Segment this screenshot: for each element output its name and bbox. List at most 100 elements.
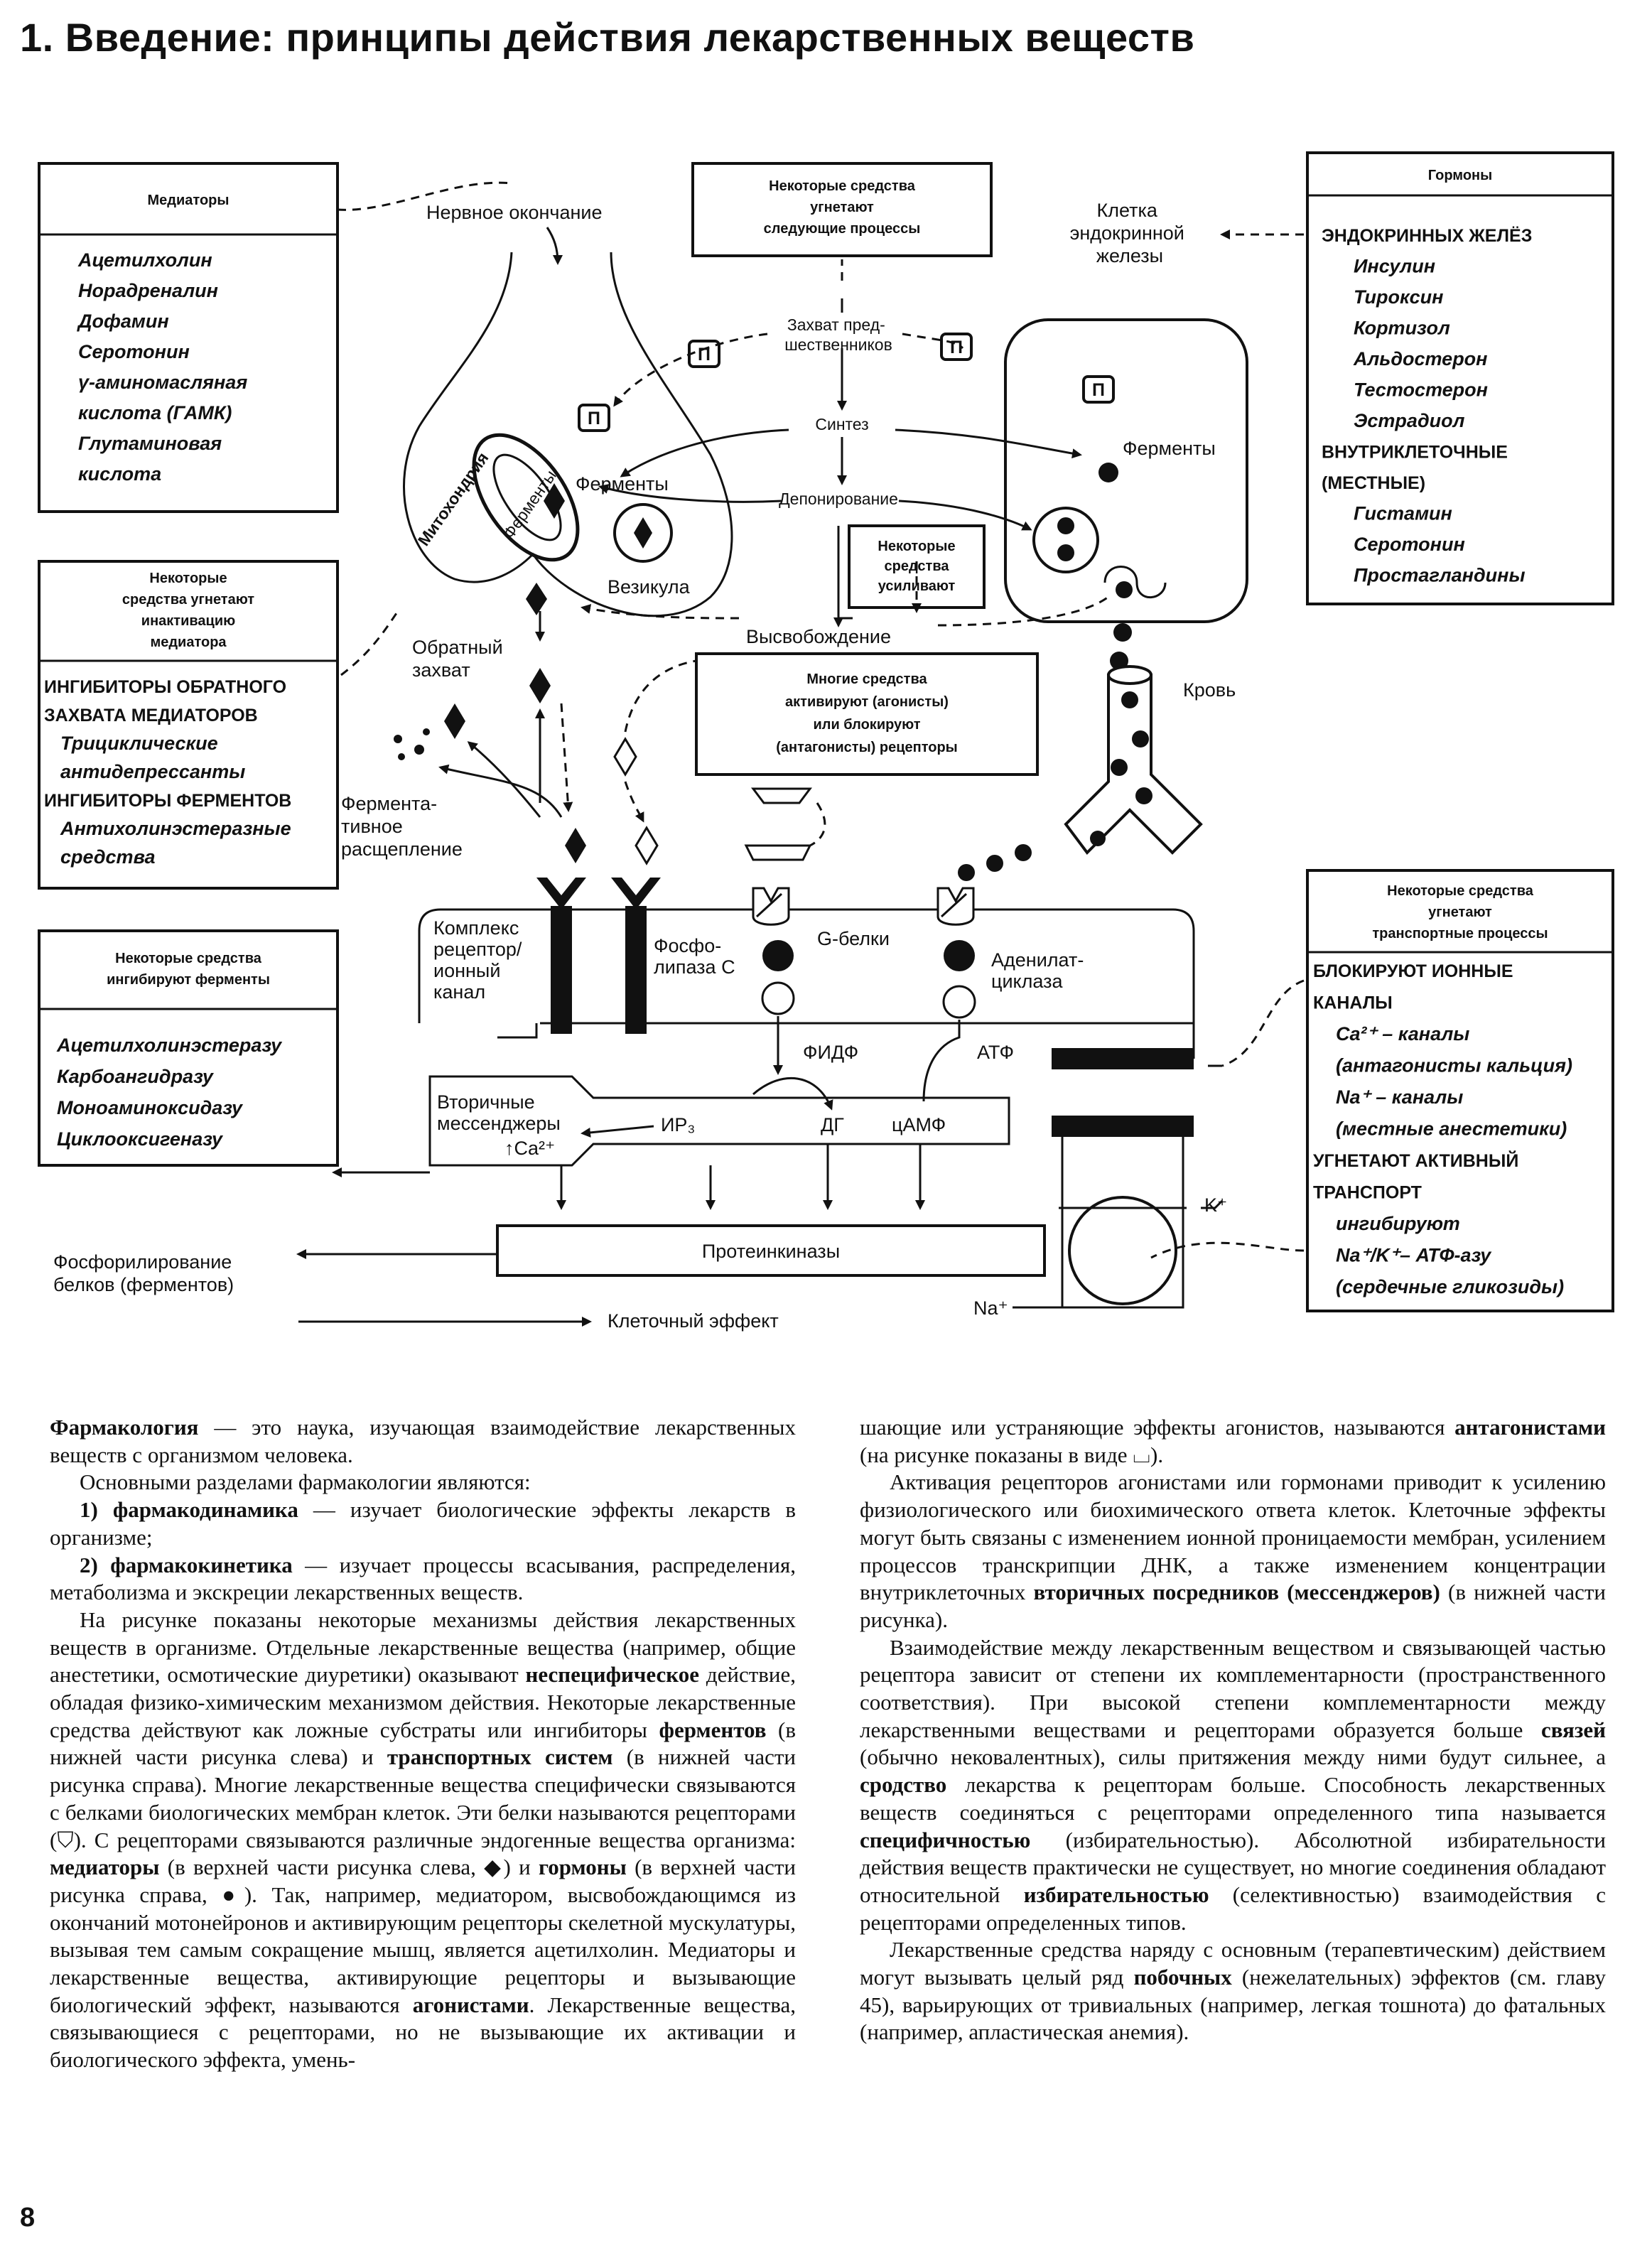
- mediator-item-2: Дофамин: [77, 311, 169, 332]
- transport-item-3: (антагонисты кальция): [1336, 1055, 1572, 1076]
- col-left-paragraph-0: Фармакология — это наука, изучающая взаи…: [50, 1415, 796, 1467]
- hormone-item-9: Гистамин: [1354, 503, 1452, 524]
- hormone-item-1: Инсулин: [1354, 256, 1435, 277]
- transport-header-line-2: транспортные процессы: [1372, 926, 1548, 941]
- transport-item-4: Na⁺ – каналы: [1336, 1086, 1463, 1108]
- mediator-item-7: кислота: [78, 463, 161, 485]
- enzymes-header-line-1: ингибируют ферменты: [107, 972, 270, 988]
- inactivation-item-6: средства: [60, 846, 156, 868]
- receptor-complex-label: Комплекс рецептор/ ионный канал: [433, 917, 527, 1003]
- inhibit-processes-header-line-0: Некоторые средства: [769, 178, 916, 194]
- transport-item-8: ингибируют: [1336, 1213, 1460, 1234]
- pharmacology-diagram: Медиаторы АцетилхолинНорадреналинДофамин…: [38, 151, 1614, 1332]
- atp-label: АТФ: [977, 1042, 1014, 1063]
- blood-vessel: Кровь: [1064, 623, 1236, 856]
- hormone-item-5: Тестостерон: [1354, 379, 1488, 401]
- hormones-box: Гормоны ЭНДОКРИННЫХ ЖЕЛЁЗИнсулинТироксин…: [1306, 151, 1614, 605]
- ip3-label: ИР₃: [661, 1114, 695, 1135]
- adenylate-label: Аденилат- циклаза: [991, 949, 1089, 992]
- g-protein-receptor-right: [936, 887, 976, 1019]
- precursor-uptake-label: Захват пред- шественников: [784, 315, 892, 354]
- inactivation-item-3: антидепрессанты: [60, 761, 245, 782]
- mediator-item-3: Серотонин: [78, 341, 190, 362]
- enzyme-item-1: Карбоангидразу: [57, 1066, 215, 1087]
- g-protein-receptor-left: [744, 787, 826, 1015]
- nerve-ending-label: Нервное окончание: [426, 202, 602, 223]
- vesicle: [613, 503, 673, 563]
- protein-kinases-box: [496, 1224, 1046, 1277]
- second-messengers-label: Вторичные мессенджеры: [437, 1091, 561, 1134]
- enhance-header-line-2: усиливают: [878, 578, 956, 594]
- protein-kinases-label: Протеинкиназы: [702, 1241, 840, 1262]
- transport-header-line-0: Некоторые средства: [1387, 883, 1534, 899]
- text-column-right: шающие или устраняющие эффекты агонистов…: [860, 1414, 1606, 2046]
- inactivation-header-line-1: средства угнетают: [122, 592, 254, 608]
- hormone-item-2: Тироксин: [1354, 286, 1443, 308]
- hormone-item-0: ЭНДОКРИННЫХ ЖЕЛЁЗ: [1322, 226, 1532, 246]
- inhibit-processes-header-line-2: следующие процессы: [764, 221, 921, 237]
- inhibit-processes-header-line-1: угнетают: [810, 200, 874, 215]
- hormone-item-10: Серотонин: [1354, 534, 1465, 555]
- p-marks: П П П П: [578, 333, 1115, 432]
- receptors-header-line-3: (антагонисты) рецепторы: [776, 740, 958, 755]
- transport-item-9: Na⁺/K⁺– АТФ-азу: [1336, 1245, 1492, 1266]
- svg-text:П: П: [698, 345, 711, 365]
- svg-text:П: П: [1092, 380, 1105, 400]
- second-messengers-box: [428, 1075, 1010, 1167]
- transport-item-10: (сердечные гликозиды): [1336, 1276, 1564, 1297]
- col-left-paragraph-3: 2) фармакокинетика — изучает процессы вс…: [50, 1552, 796, 1605]
- phosphorylation-label: Фосфорилирование белков (ферментов): [53, 1251, 237, 1295]
- transport-item-6: УГНЕТАЮТ АКТИВНЫЙ: [1313, 1150, 1518, 1171]
- transport-header-line-1: угнетают: [1428, 905, 1492, 920]
- hormone-item-4: Альдостерон: [1353, 348, 1488, 369]
- endocrine-cell-label: Клетка эндокринной железы: [1070, 200, 1190, 266]
- mitochondria: Митохондрия Ферменты: [414, 433, 580, 562]
- svg-text:П: П: [588, 409, 600, 428]
- transport-item-1: КАНАЛЫ: [1313, 993, 1393, 1013]
- mediator-item-1: Норадреналин: [78, 280, 218, 301]
- col-left-paragraph-4: На рисунке показаны некоторые механизмы …: [50, 1607, 796, 2073]
- col-left-paragraph-2: 1) фармакодинамика — изучает биологическ…: [50, 1497, 796, 1550]
- inhibit-processes-box: Некоторые средства угнетают следующие проц…: [691, 162, 993, 257]
- synthesis-label: Синтез: [815, 415, 868, 433]
- transport-item-2: Ca²⁺ – каналы: [1336, 1023, 1469, 1045]
- enzyme-item-3: Циклооксигеназу: [57, 1128, 224, 1150]
- endocrine-cell: [1004, 318, 1248, 623]
- hormone-item-6: Эстрадиол: [1354, 410, 1465, 431]
- enzymatic-cleavage-label: Фермента- тивное расщепление: [341, 793, 463, 860]
- transport-box: Некоторые средства угнетают транспортные п…: [1306, 869, 1614, 1312]
- receptors-header-line-2: или блокируют: [813, 717, 920, 733]
- inactivation-item-1: ЗАХВАТА МЕДИАТОРОВ: [44, 706, 258, 725]
- ca-label: ↑Ca²⁺: [504, 1138, 555, 1159]
- inactivation-header-line-3: медиатора: [150, 635, 227, 650]
- phospholipase-label: Фосфо- липаза С: [654, 935, 735, 978]
- receptors-header-line-1: активируют (агонисты): [785, 694, 949, 710]
- hormone-item-3: Кортизол: [1354, 318, 1450, 339]
- col-right-paragraph-3: Лекарственные средства наряду с основным…: [860, 1937, 1606, 2045]
- g-proteins-label: G-белки: [817, 928, 890, 949]
- mediator-item-5: кислота (ГАМК): [78, 402, 232, 423]
- pip2-label: ФИДФ: [803, 1042, 858, 1063]
- inactivation-item-2: Трициклические: [60, 733, 218, 754]
- vesicle-label: Везикула: [608, 576, 691, 598]
- col-right-paragraph-1: Активация рецепторов агонистами или горм…: [860, 1469, 1606, 1632]
- camp-label: цАМФ: [892, 1114, 946, 1135]
- transport-item-0: БЛОКИРУЮТ ИОННЫЕ: [1313, 961, 1513, 981]
- transport-item-5: (местные анестетики): [1336, 1118, 1567, 1140]
- cell-membrane: [418, 908, 1195, 1059]
- receptors-header-line-0: Многие средства: [806, 671, 927, 687]
- text-column-left: Фармакология — это наука, изучающая взаи…: [50, 1414, 796, 2074]
- col-right-paragraph-2: Взаимодействие между лекарственным вещес…: [860, 1634, 1607, 1935]
- inactivation-header-line-2: инактивацию: [141, 613, 235, 629]
- col-left-paragraph-1: Основными разделами фармакологии являютс…: [80, 1469, 531, 1495]
- inactivation-item-4: ИНГИБИТОРЫ ФЕРМЕНТОВ: [44, 791, 291, 811]
- col-right-paragraph-0: шающие или устраняющие эффекты агонистов…: [860, 1415, 1606, 1467]
- inactivation-item-5: Антихолинэстеразные: [60, 818, 291, 839]
- k-ion-label: K⁺: [1204, 1194, 1227, 1216]
- hormone-item-11: Простагландины: [1354, 565, 1526, 586]
- reuptake-label: Обратный захват: [412, 637, 508, 681]
- enzyme-item-0: Ацетилхолинэстеразу: [56, 1035, 283, 1056]
- mediator-item-4: γ-аминомасляная: [78, 372, 247, 393]
